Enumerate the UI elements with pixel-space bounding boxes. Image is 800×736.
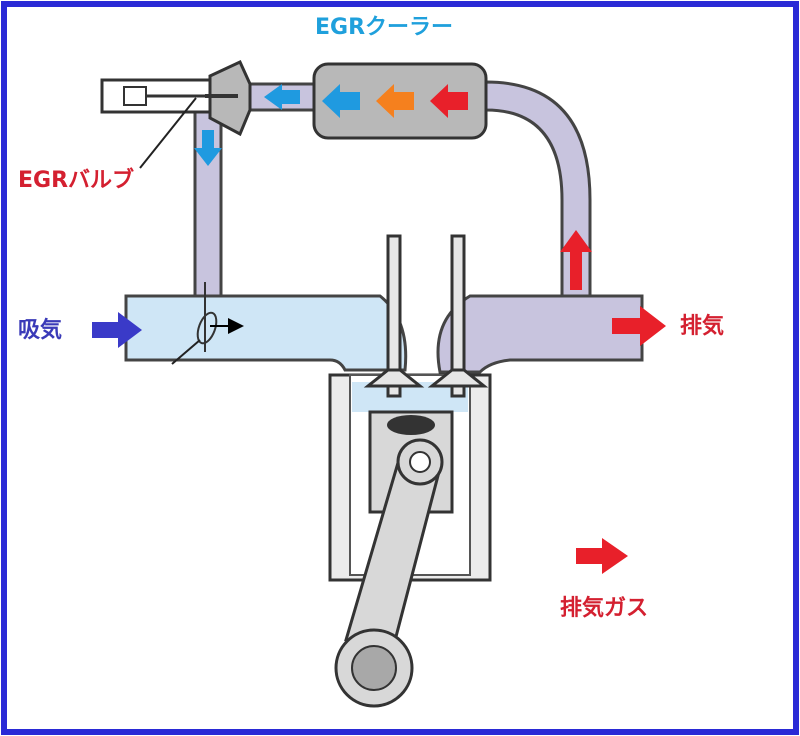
arrow-left-blue-icon [322, 84, 360, 118]
exhaust-pipe [436, 294, 644, 374]
egr-valve-label: EGRバルブ [18, 168, 135, 193]
intake-pipe [124, 294, 408, 372]
exhaust-valve [427, 234, 489, 398]
intake-label: 吸気 [18, 318, 63, 343]
arrow-right-navy-icon [92, 312, 142, 348]
arrow-right-red-icon [612, 306, 666, 346]
arrow-up-red-icon [560, 230, 592, 290]
exhaust-label: 排気 [680, 314, 725, 339]
arrow-right-red-icon [576, 538, 628, 574]
arrow-left-blue-icon [264, 84, 300, 110]
egr-cooler-label: EGRクーラー [315, 15, 454, 40]
throttle-valve [171, 282, 244, 365]
egr-valve [100, 60, 252, 169]
intake-valve [363, 234, 425, 398]
arrow-left-orange-icon [376, 84, 414, 118]
arrow-down-blue-icon [194, 130, 222, 166]
connecting-rod [334, 438, 444, 708]
exhaust-gas-legend-label: 排気ガス [560, 596, 649, 621]
arrow-left-red-icon [430, 84, 468, 118]
